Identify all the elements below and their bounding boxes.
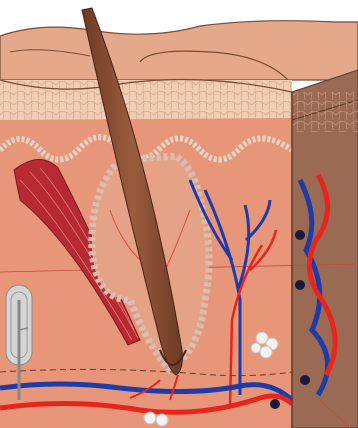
skin-cross-section-diagram bbox=[0, 0, 358, 428]
